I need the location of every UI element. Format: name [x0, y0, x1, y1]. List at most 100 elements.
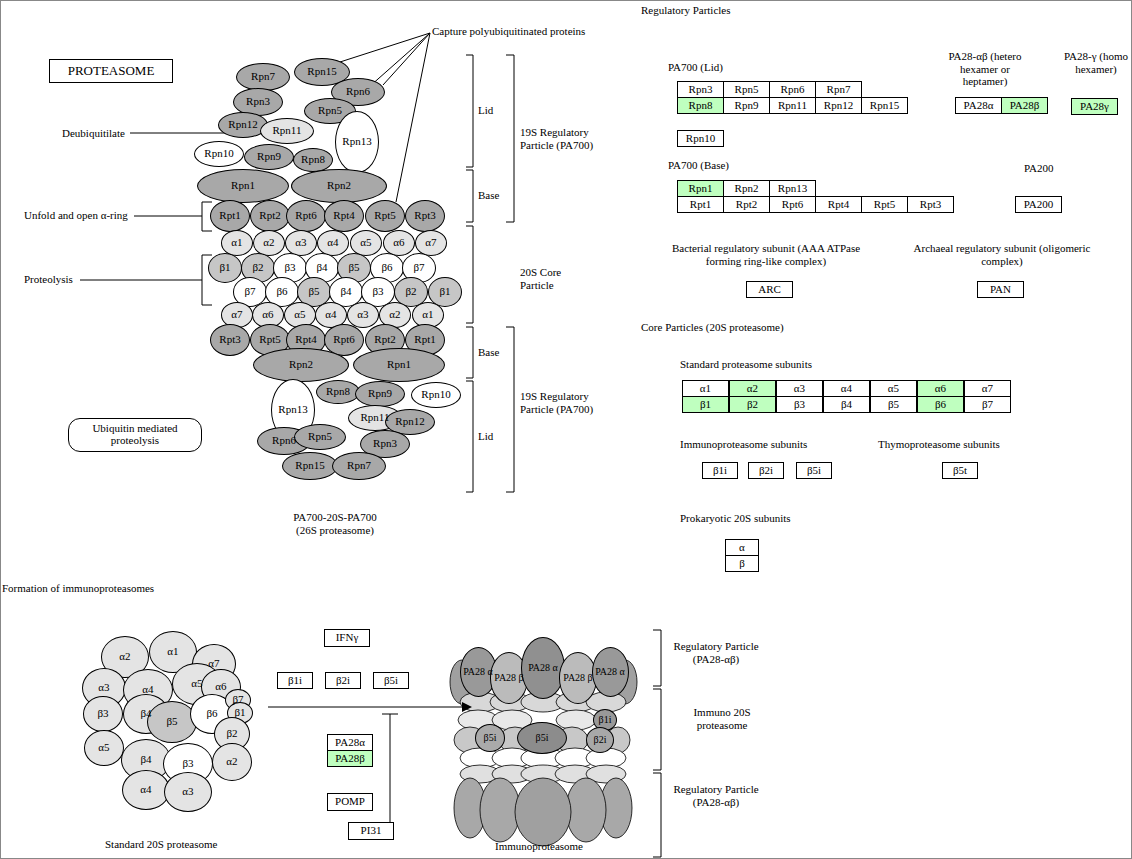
subunit-label: Rpn5	[735, 84, 759, 96]
subunit-ellipse: Rpn13	[335, 111, 379, 173]
subunit-label: β	[739, 558, 745, 570]
subunit-label: Rpn2	[327, 180, 351, 192]
subunit-label: Rpt2	[259, 210, 280, 222]
subunit-label: Rpn15	[295, 460, 324, 472]
subunit-label: β4	[316, 262, 327, 274]
subunit-ellipse: α4	[122, 770, 170, 810]
subunit-box: Rpn7	[815, 81, 862, 98]
illustration-shape	[466, 327, 473, 378]
subunit-label: β5i	[536, 733, 549, 744]
annotation-label: Regulatory Particle (PA28-αβ)	[666, 640, 766, 665]
subunit-box: β1	[682, 396, 729, 413]
illustration-shape	[466, 55, 473, 167]
annotation-label: PA200	[1024, 162, 1054, 175]
subunit-label: β5i	[384, 675, 398, 687]
subunit-label: β5	[308, 286, 319, 298]
subunit-label: PA28β	[335, 753, 365, 765]
subunit-box: α	[725, 539, 759, 556]
subunit-label: PAN	[990, 284, 1011, 296]
annotation-label: 20S Core Particle	[520, 266, 580, 291]
subunit-label: Rpt2	[374, 334, 395, 346]
subunit-label: β1	[219, 262, 230, 274]
subunit-label: Rpn15	[307, 66, 336, 78]
illustration-shape	[466, 170, 473, 222]
subunit-label: β5t	[953, 465, 967, 477]
subunit-label: Rpn10	[204, 148, 233, 160]
subunit-box: β5t	[942, 462, 978, 479]
subunit-label: Rpn12	[228, 119, 257, 131]
subunit-ellipse: Rpn9	[244, 144, 294, 170]
subunit-label: Rpt6	[333, 334, 354, 346]
subunit-box: POMP	[327, 793, 373, 811]
subunit-label: ARC	[758, 284, 781, 296]
illustration-shape	[466, 226, 473, 323]
subunit-box: Rpn5	[723, 81, 770, 98]
subunit-label: α3	[182, 786, 193, 798]
subunit-label: β3	[372, 286, 383, 298]
subunit-box: Rpt6	[769, 196, 816, 213]
subunit-ellipse: Rpn8	[293, 148, 333, 172]
subunit-label: Rpt1	[690, 199, 711, 211]
subunit-box: Rpn10	[677, 130, 724, 147]
subunit-label: Rpt6	[782, 199, 803, 211]
subunit-label: α2	[226, 756, 237, 768]
annotation-label: Deubiquitilate	[62, 127, 125, 140]
subunit-label: Rpn2	[289, 359, 313, 371]
subunit-label: β2	[252, 262, 263, 274]
subunit-box: β2i	[325, 672, 361, 689]
subunit-label: Rpn13	[342, 136, 371, 148]
subunit-box: α2	[729, 380, 776, 397]
subunit-box: β2i	[748, 462, 784, 479]
subunit-label: α3	[295, 237, 306, 249]
subunit-label: Rpt5	[374, 210, 395, 222]
subunit-ellipse: β2i	[586, 727, 614, 753]
illustration-shape	[466, 381, 473, 492]
subunit-label: α6	[215, 681, 226, 693]
subunit-label: β5i	[807, 465, 821, 477]
subunit-label: α2	[263, 237, 274, 249]
subunit-ellipse: Rpn8	[316, 380, 360, 404]
subunit-box: β4	[823, 396, 870, 413]
annotation-label: Core Particles (20S proteasome)	[641, 321, 784, 334]
subunit-ellipse: PA28 α	[521, 637, 565, 699]
subunit-label: β4	[841, 399, 852, 411]
illustration-shape	[566, 778, 606, 842]
annotation-label: Thymoproteasome subunits	[878, 438, 1000, 451]
subunit-box: PA28β	[327, 750, 373, 767]
illustration-shape	[134, 216, 202, 217]
subunit-label: PA28 α	[528, 663, 558, 674]
subunit-label: α5	[294, 309, 305, 321]
subunit-label: β1	[700, 399, 711, 411]
subunit-ellipse: Rpn7	[236, 63, 290, 91]
subunit-ellipse: Rpt3	[405, 200, 445, 232]
annotation-label: 19S Regulatory Particle (PA700)	[520, 390, 612, 415]
subunit-label: α6	[935, 383, 946, 395]
illustration-shape	[390, 714, 391, 822]
subunit-label: Rpn7	[827, 84, 851, 96]
subunit-box: PA28γ	[1071, 98, 1118, 115]
subunit-label: Rpn10	[421, 389, 450, 401]
subunit-label: Rpt1	[219, 210, 240, 222]
subunit-label: β2i	[759, 465, 773, 477]
subunit-label: Rpn6	[346, 86, 370, 98]
annotation-label: Immunoproteasome	[495, 840, 583, 853]
annotation-label: PA28-αβ (hetero hexamer or heptamer)	[937, 50, 1033, 88]
subunit-label: Rpt3	[920, 199, 941, 211]
subunit-label: Rpn3	[689, 84, 713, 96]
subunit-label: Rpn8	[689, 100, 713, 112]
annotation-label: 19S Regulatory Particle (PA700)	[520, 126, 612, 151]
annotation-label: Standard proteasome subunits	[680, 358, 812, 371]
subunit-box: β5	[870, 396, 917, 413]
subunit-box: β3	[776, 396, 823, 413]
subunit-label: α3	[794, 383, 805, 395]
illustration-shape	[653, 689, 661, 770]
subunit-label: Rpn13	[778, 183, 807, 195]
subunit-label: α	[739, 542, 745, 554]
subunit-box: β2	[729, 396, 776, 413]
subunit-label: Rpn10	[686, 133, 715, 145]
annotation-label: Immuno 20S proteasome	[676, 706, 768, 731]
subunit-label: β6	[206, 708, 217, 720]
subunit-box: Rpt5	[861, 196, 908, 213]
subunit-label: α3	[98, 682, 109, 694]
subunit-ellipse: Rpt5	[365, 200, 405, 232]
